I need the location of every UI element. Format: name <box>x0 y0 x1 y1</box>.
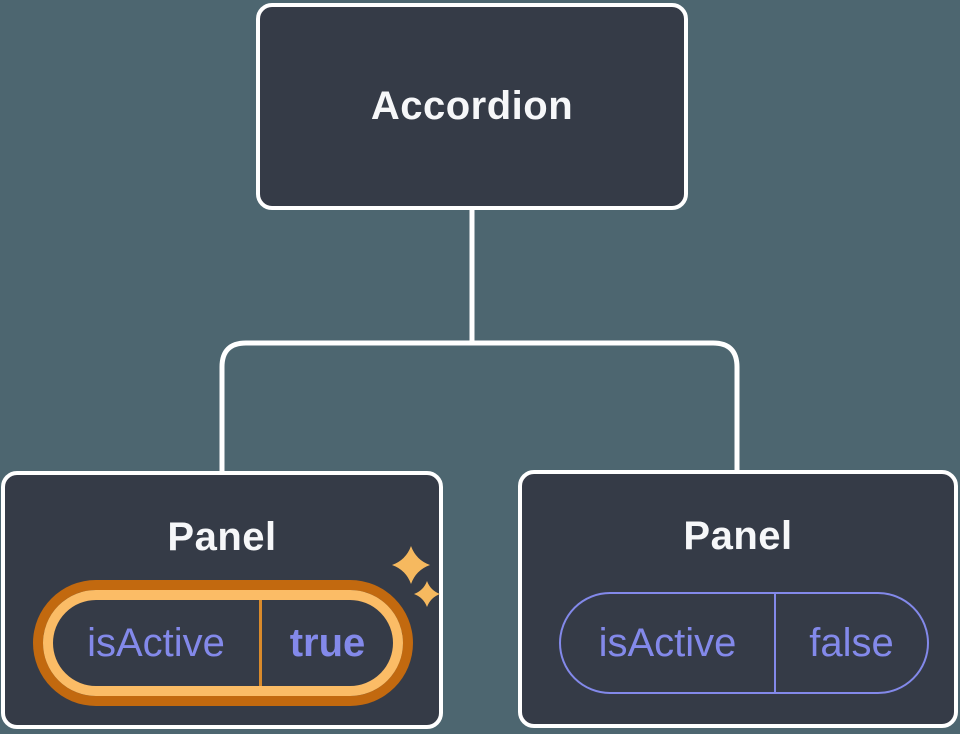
state-key-active: isActive <box>87 620 225 665</box>
state-pill-inactive: isActive false <box>559 592 929 694</box>
state-key-inactive: isActive <box>598 620 737 665</box>
pill-divider-active <box>259 600 262 686</box>
panel-inactive-label: Panel <box>683 514 793 558</box>
panel-node-active: Panel isActive true <box>1 471 443 729</box>
branch-bracket-line <box>219 340 740 471</box>
sparkle-icon <box>392 546 440 607</box>
sparkle-large <box>392 546 430 584</box>
state-value-active: true <box>289 620 366 665</box>
sparkle-small <box>414 581 440 607</box>
state-pill-active: isActive true <box>43 590 403 696</box>
panel-node-inactive: Panel isActive false <box>518 470 958 728</box>
pill-divider-inactive <box>774 594 776 692</box>
state-value-inactive: false <box>809 620 894 665</box>
accordion-node: Accordion <box>256 3 688 210</box>
panel-active-label: Panel <box>167 515 277 559</box>
accordion-node-label: Accordion <box>370 84 574 128</box>
